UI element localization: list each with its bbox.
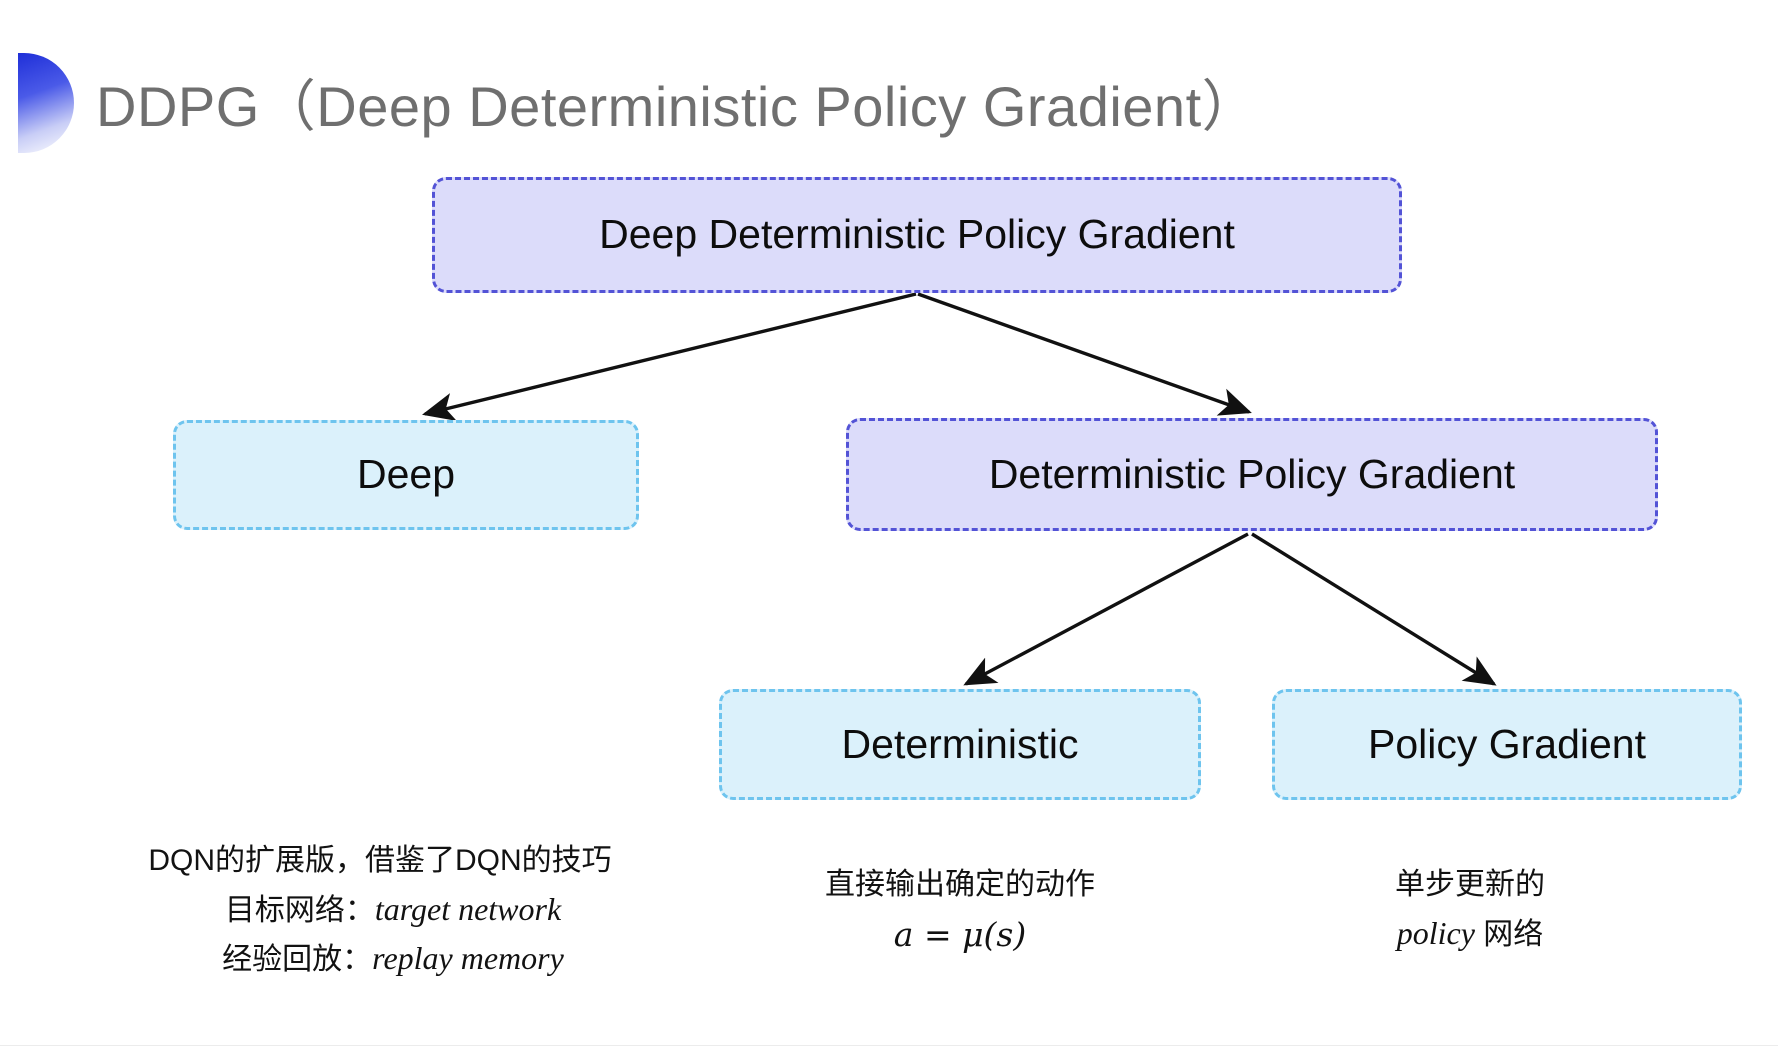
caption-deep-line-1: DQN的扩展版，借鉴了DQN的技巧 (148, 844, 612, 877)
caption-deterministic: 直接输出确定的动作 a = μ(s) (760, 862, 1160, 960)
node-label: Deep (356, 451, 455, 498)
node-policy-gradient[interactable]: Policy Gradient (1272, 689, 1742, 800)
node-deep[interactable]: Deep (173, 420, 639, 530)
caption-policy-gradient: 单步更新的 policy 网络 (1290, 862, 1650, 958)
caption-deep: DQN的扩展版，借鉴了DQN的技巧 目标网络：target network 经验… (120, 838, 640, 984)
caption-policy-gradient-term: policy (1396, 914, 1475, 951)
node-deep-deterministic-policy-gradient[interactable]: Deep Deterministic Policy Gradient (432, 177, 1402, 293)
caption-deterministic-line-1: 直接输出确定的动作 (825, 868, 1095, 901)
half-circle-gradient-icon (18, 53, 74, 153)
node-deterministic-policy-gradient[interactable]: Deterministic Policy Gradient (846, 418, 1658, 531)
node-deterministic[interactable]: Deterministic (719, 689, 1201, 800)
caption-deep-line-3-term: replay memory (372, 940, 564, 977)
node-label: Deterministic Policy Gradient (988, 450, 1516, 497)
edge-dpg-to-deterministic (963, 532, 1249, 686)
caption-deep-line-2-term: target network (374, 890, 562, 927)
slide-bottom-edge (0, 1045, 1778, 1056)
node-label: Policy Gradient (1367, 720, 1646, 767)
node-label: Deterministic (841, 720, 1079, 767)
edge-dpg-to-policy-gradient (1251, 532, 1497, 686)
page-title: DDPG（Deep Deterministic Policy Gradient） (96, 75, 1259, 138)
caption-deep-line-2-label: 目标网络： (224, 893, 375, 927)
edge-root-to-deep (422, 292, 917, 421)
caption-deep-line-3: 经验回放：replay memory (120, 934, 640, 984)
caption-deep-line-2: 目标网络：target network (120, 885, 640, 935)
node-label: Deep Deterministic Policy Gradient (599, 211, 1235, 258)
caption-deterministic-formula: a = μ(s) (893, 914, 1027, 954)
edge-root-to-dpg (917, 292, 1252, 416)
caption-deep-line-3-label: 经验回放： (222, 943, 373, 977)
caption-policy-gradient-line-1: 单步更新的 (1395, 868, 1545, 901)
caption-policy-gradient-suffix: 网络 (1474, 917, 1544, 951)
caption-policy-gradient-line-2: policy 网络 (1290, 909, 1650, 959)
